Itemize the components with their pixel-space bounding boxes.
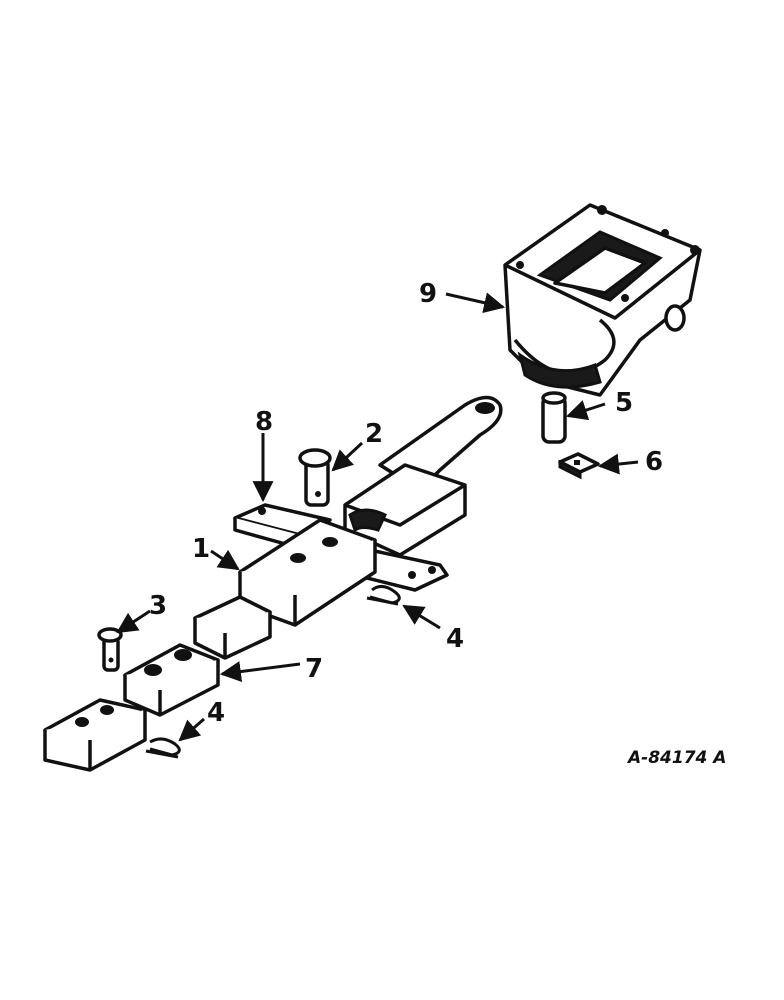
leader-lines bbox=[116, 292, 639, 742]
plate-part-8 bbox=[233, 503, 449, 592]
block-part-6 bbox=[558, 452, 600, 480]
pin-part-5 bbox=[541, 391, 567, 444]
callout-4a: 4 bbox=[446, 624, 464, 654]
drawbar-sleeve-part-1 bbox=[238, 518, 377, 627]
callout-2: 2 bbox=[365, 419, 383, 449]
hitch-housing-part-9 bbox=[503, 203, 702, 397]
callout-1: 1 bbox=[192, 534, 210, 564]
callout-9: 9 bbox=[419, 279, 437, 309]
callout-4b: 4 bbox=[207, 698, 225, 728]
slider-bar-part-7 bbox=[43, 595, 272, 772]
figure-id-label: A-84174 A bbox=[626, 748, 726, 768]
callout-5: 5 bbox=[615, 388, 633, 418]
clevis-pin-part-2 bbox=[298, 448, 332, 507]
callout-8: 8 bbox=[255, 407, 273, 437]
cotter-clip-part-4a bbox=[366, 585, 401, 606]
callout-6: 6 bbox=[645, 447, 663, 477]
pin-part-3 bbox=[97, 627, 123, 672]
drawbar-clevis bbox=[343, 395, 503, 557]
callout-3: 3 bbox=[149, 591, 167, 621]
cotter-clip-part-4b bbox=[145, 737, 181, 759]
callout-7: 7 bbox=[305, 654, 323, 684]
